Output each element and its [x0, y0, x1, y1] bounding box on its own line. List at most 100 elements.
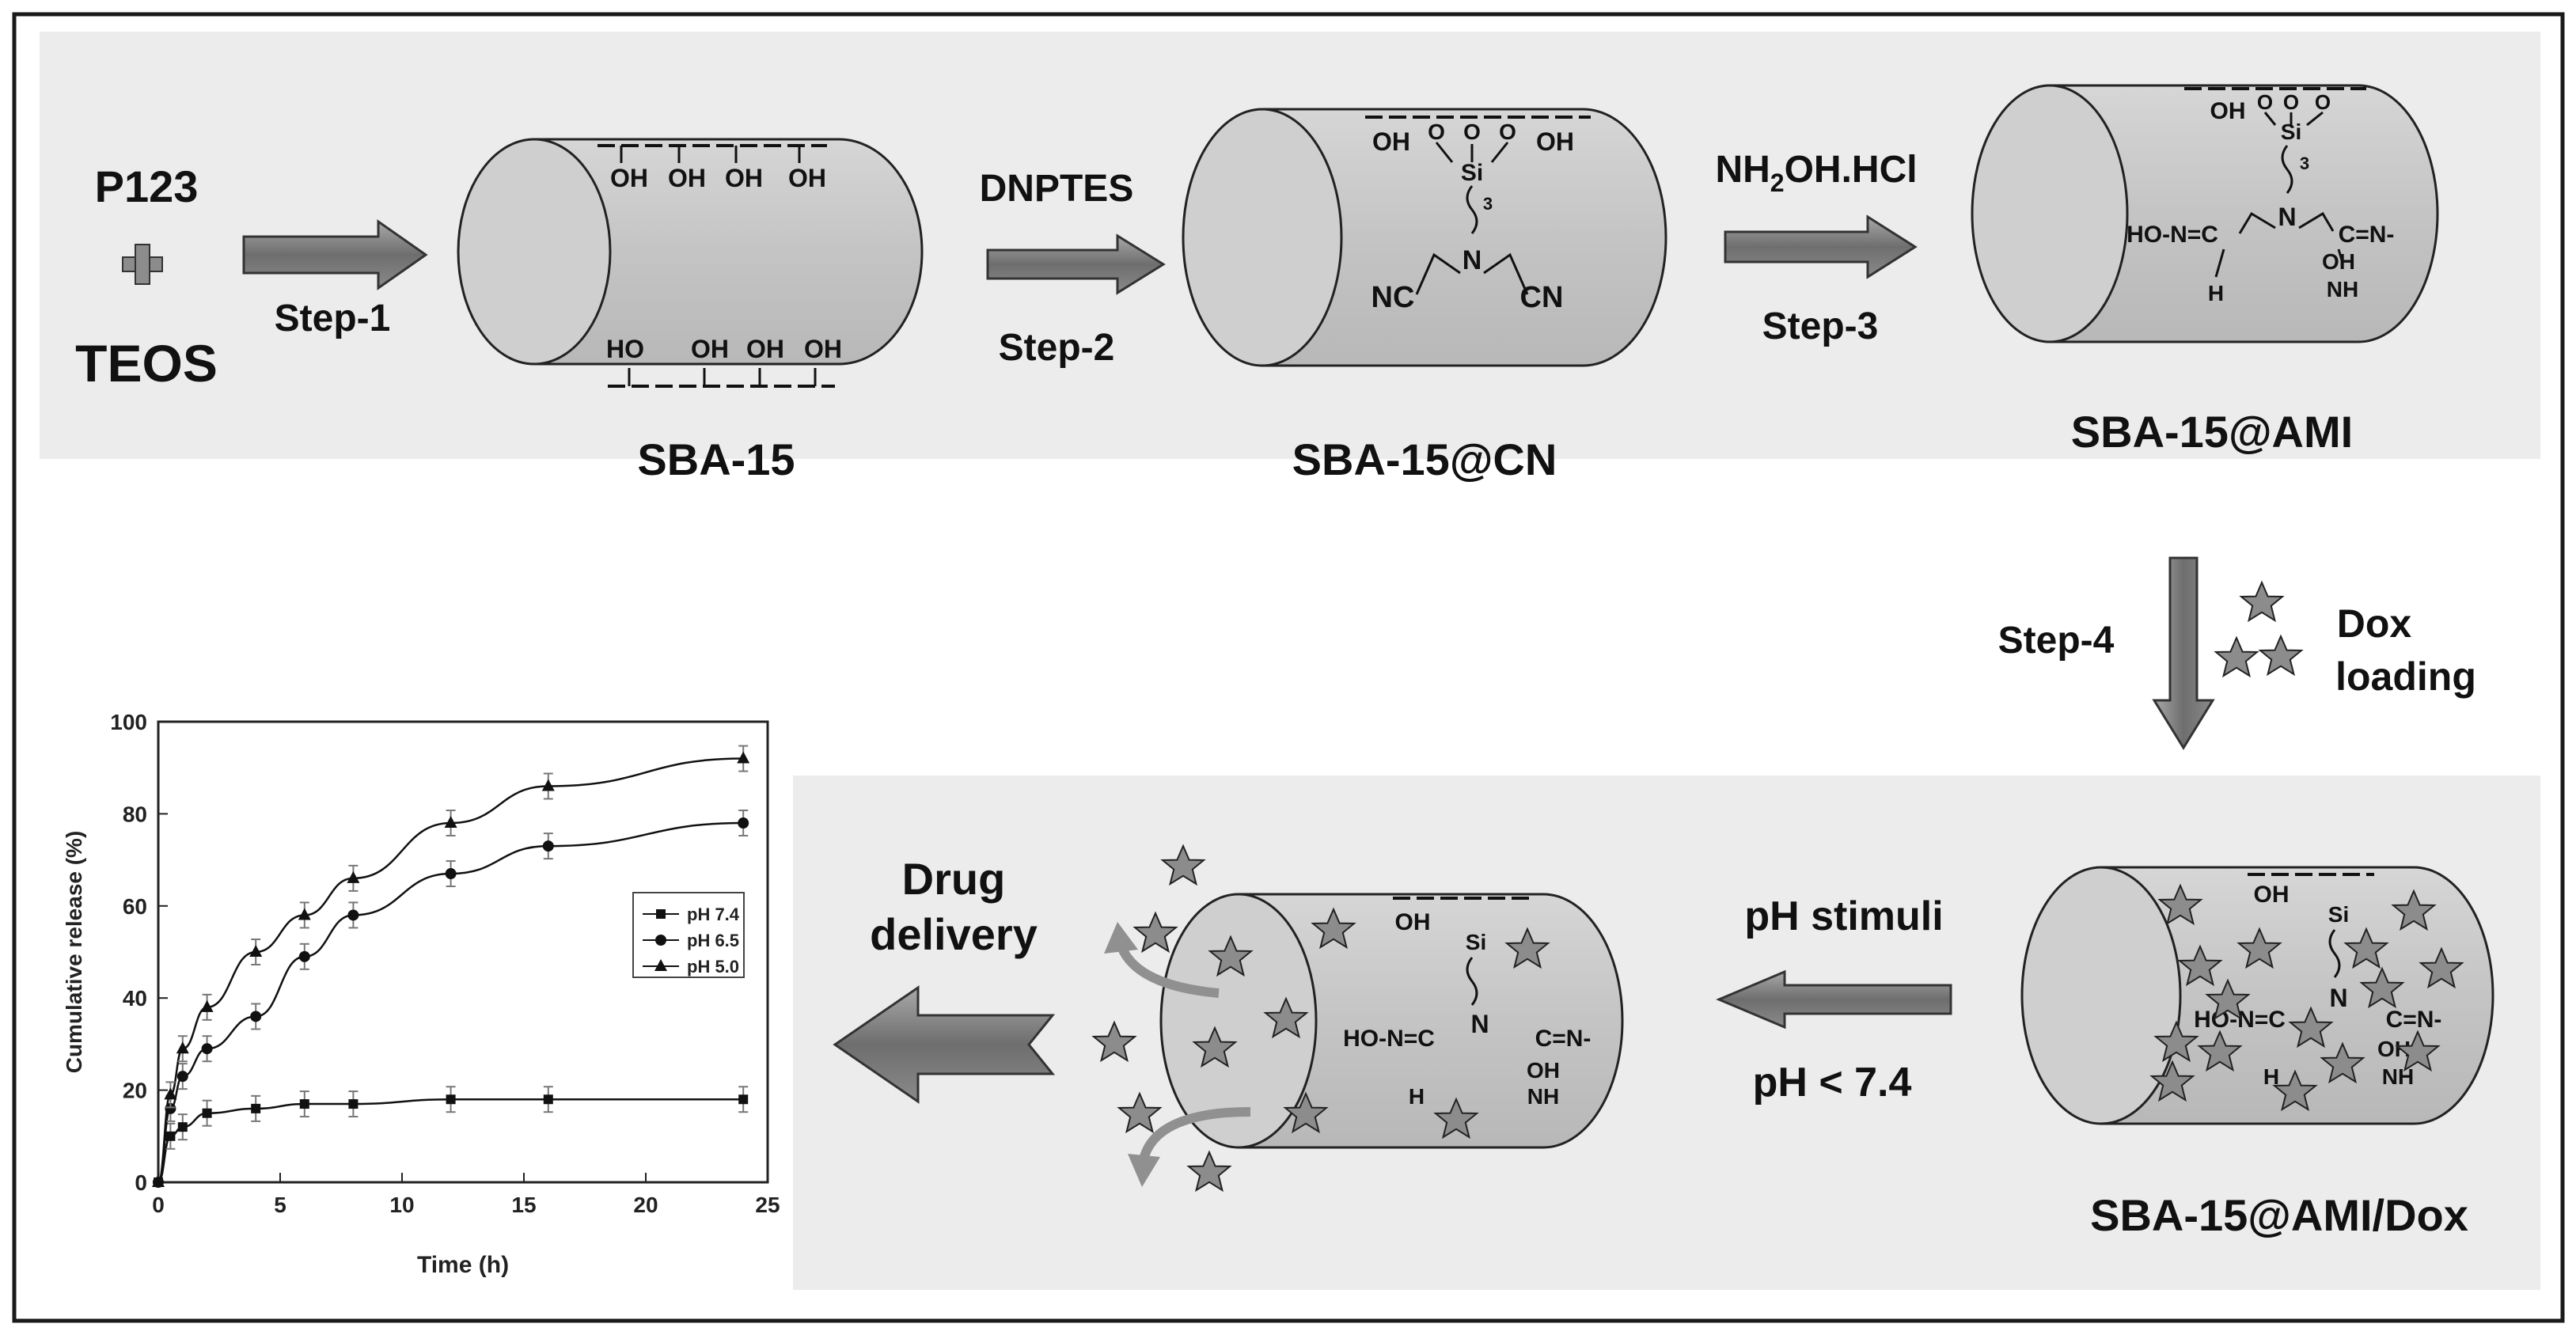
delivery-label: delivery: [870, 909, 1038, 959]
dox-h2n: H: [2263, 1064, 2279, 1089]
y-axis-title: Cumulative release (%): [62, 831, 86, 1074]
x-tick-label: 5: [274, 1193, 286, 1217]
legend-marker: [654, 959, 667, 971]
data-point: [177, 1122, 188, 1132]
release-cylinder: OH Si N HO-N=C C=N- OH H NH: [1159, 893, 1624, 1149]
sba15ami-cylinder: OH O O O Si 3 N HO-N=C C=N- OH H3 NH: [1971, 84, 2439, 343]
dox-oh: OH: [2254, 882, 2290, 908]
material-sba15cn: SBA-15@CN: [1292, 434, 1557, 484]
dox-nitrogen: N: [2329, 984, 2347, 1012]
cn-si: Si: [1461, 160, 1483, 186]
data-point: [298, 908, 311, 920]
material-sba15amidox: SBA-15@AMI/Dox: [2090, 1190, 2468, 1240]
silanol-oh-top-2: OH: [668, 164, 706, 192]
data-point: [298, 950, 310, 962]
ami-oh-pendant: OH: [2322, 249, 2355, 274]
step1-arrow: [242, 219, 428, 290]
data-point: [347, 870, 360, 883]
ami-amidoxime-right: C=N-: [2339, 222, 2395, 248]
step3-arrow: [1724, 214, 1918, 279]
dox-label: Dox: [2337, 601, 2412, 646]
x-tick-label: 20: [633, 1193, 658, 1217]
data-point: [347, 909, 359, 921]
data-point: [444, 816, 457, 829]
x-tick-label: 25: [755, 1193, 780, 1217]
data-point: [737, 751, 750, 764]
x-axis-title: Time (h): [417, 1252, 509, 1278]
data-point: [201, 1043, 213, 1055]
legend-marker: [656, 909, 666, 919]
cn-oh-left: OH: [1372, 127, 1410, 156]
data-point: [348, 1099, 359, 1109]
y-tick-label: 100: [110, 710, 147, 734]
plus-icon: [122, 244, 163, 285]
release-amidoxime-right: C=N-: [1535, 1026, 1592, 1052]
dox-nh2: NH: [2382, 1064, 2414, 1089]
release-oh-pendant: OH: [1527, 1058, 1560, 1083]
data-point: [249, 945, 263, 957]
cn-nitrogen: N: [1463, 245, 1482, 275]
ami-amidoxime-left: HO-N=C: [2126, 222, 2218, 248]
ami-sub3: 3: [2300, 154, 2309, 173]
step4-label: Step-4: [1998, 620, 2115, 662]
x-tick-label: 15: [511, 1193, 536, 1217]
data-point: [738, 817, 749, 829]
release-amidoxime-left: HO-N=C: [1343, 1026, 1435, 1052]
y-tick-label: 0: [135, 1170, 147, 1195]
data-point: [542, 840, 554, 852]
silanol-oh-top-4: OH: [788, 164, 826, 192]
ami-h2n: H3: [2208, 281, 2224, 305]
release-si: Si: [1466, 930, 1486, 954]
silanol-ho-bottom: HO: [606, 335, 644, 363]
cn-o-2: O: [1463, 119, 1481, 144]
y-tick-label: 80: [123, 802, 147, 826]
reagent-dnptes: DNPTES: [980, 168, 1134, 210]
release-oh: OH: [1395, 909, 1431, 935]
data-point: [152, 1175, 165, 1187]
ph-arrow: [1716, 969, 1952, 1030]
dox-amidoxime-right: C=N-: [2386, 1007, 2442, 1033]
y-tick-label: 60: [123, 894, 147, 919]
data-point: [738, 1094, 749, 1105]
ami-o-2: O: [2283, 90, 2299, 114]
material-sba15ami: SBA-15@AMI: [2071, 407, 2353, 457]
legend-label: pH 6.5: [687, 931, 739, 950]
y-tick-label: 40: [123, 986, 147, 1011]
silanol-oh-top-1: OH: [610, 164, 648, 192]
step2-label: Step-2: [999, 327, 1115, 369]
data-point: [176, 1041, 189, 1054]
legend-label: pH 5.0: [687, 957, 739, 977]
ami-o-1: O: [2257, 90, 2273, 114]
drug-label: Drug: [902, 854, 1006, 904]
silanol-oh-bottom-2: OH: [746, 335, 784, 363]
cn-oh-right: OH: [1536, 127, 1574, 156]
cn-o-1: O: [1428, 119, 1445, 144]
step3-label: Step-3: [1762, 305, 1879, 347]
reagent-nh2oh: NH2OH.HCl: [1715, 149, 1917, 197]
data-point: [251, 1103, 261, 1113]
step2-arrow: [986, 233, 1166, 295]
data-point: [445, 868, 457, 880]
dox-amidoxime-left: HO-N=C: [2194, 1007, 2286, 1033]
drug-delivery-arrow: [833, 985, 1056, 1104]
data-point: [164, 1087, 177, 1100]
ami-oh: OH: [2210, 98, 2246, 124]
loading-label: loading: [2335, 654, 2476, 699]
sba15-cylinder: OH OH OH OH HO OH OH OH: [457, 138, 924, 388]
x-tick-label: 0: [152, 1193, 165, 1217]
sba15cn-cylinder: OH O O O OH Si 3 N NC CN: [1182, 108, 1667, 367]
ph-condition-label: pH < 7.4: [1753, 1060, 1912, 1106]
cn-o-3: O: [1499, 119, 1516, 144]
sba15amidox-cylinder: OH Si N HO-N=C C=N- OH H NH: [2020, 866, 2494, 1125]
silanol-oh-bottom-3: OH: [804, 335, 842, 363]
x-tick-label: 10: [389, 1193, 414, 1217]
release-h2n: H: [1409, 1084, 1425, 1109]
ph-stimuli-label: pH stimuli: [1744, 893, 1943, 939]
cn-right-nitrile: CN: [1520, 281, 1564, 314]
data-point: [299, 1099, 309, 1109]
legend-label: pH 7.4: [687, 905, 740, 924]
data-point: [176, 1071, 188, 1083]
data-point: [165, 1131, 176, 1141]
release-arrowhead-top: [1104, 922, 1138, 954]
